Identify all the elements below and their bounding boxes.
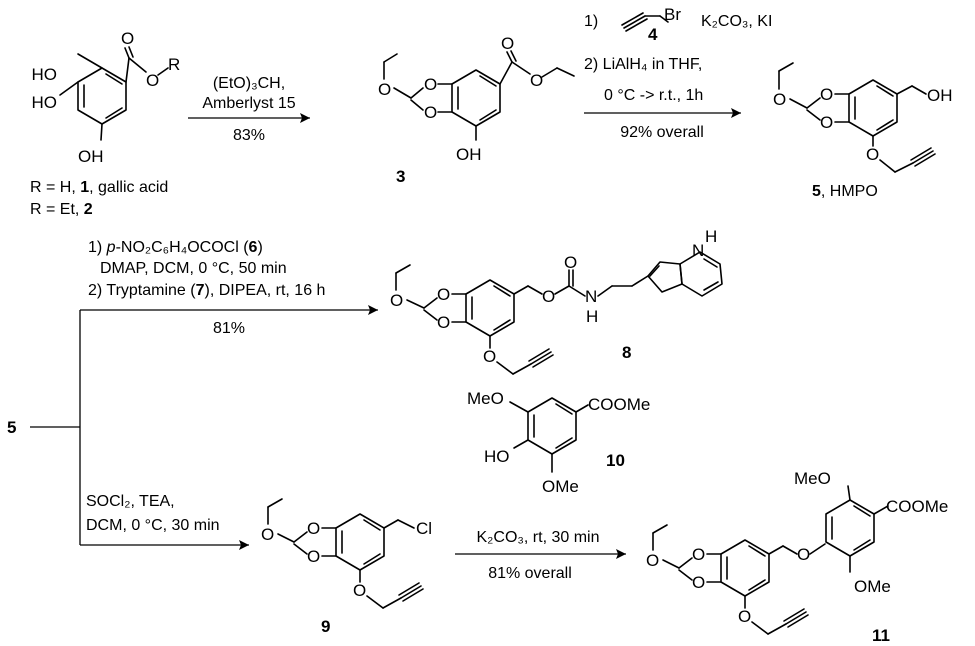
c11-acetal-o-bottom: O <box>692 573 705 592</box>
c3-acetal-o-top: O <box>424 75 437 94</box>
c8-amide-n: N <box>585 287 597 306</box>
gallic-oh-left: HO <box>32 93 58 112</box>
compound-8: O O O O O N H N H O 8 <box>390 227 723 375</box>
compound-5-branch-label: 5 <box>7 418 16 437</box>
compound-5-hmpo: O O O OH O 5, HMPO <box>773 62 953 200</box>
arrowhead-4 <box>239 540 249 550</box>
compound-1-definition: R = H, 1, gallic acid <box>30 179 168 196</box>
bonds-3 <box>383 50 575 141</box>
arrowhead-1 <box>300 113 310 123</box>
c3-carbonyl-o: O <box>501 34 514 53</box>
step2-reagent-line2: 2) LiAlH₄ in THF, <box>584 56 702 73</box>
gallic-carbonyl-o: O <box>121 29 134 48</box>
compound-11-label: 11 <box>872 626 890 645</box>
compound-9: O O O Cl O 9 <box>261 498 432 636</box>
step1-reagent-line1: (EtO)₃CH, <box>213 75 285 92</box>
c5-acetal-o-bottom: O <box>820 113 833 132</box>
compound-11: O O O O MeO OMe COOMe O 11 <box>646 469 948 645</box>
c5-hydroxyl: OH <box>927 86 953 105</box>
compound-2-definition: R = Et, 2 <box>30 201 93 218</box>
step3-reagent-line1: 1) p-NO₂C₆H₄OCOCl (6) <box>88 239 263 256</box>
step2-yield: 92% overall <box>620 124 704 141</box>
compound-3: O O O O O OH 3 <box>378 34 575 186</box>
step2-base: K₂CO₃, KI <box>701 13 772 30</box>
reaction-step-3: 1) p-NO₂C₆H₄OCOCl (6) DMAP, DCM, 0 °C, 5… <box>88 239 325 337</box>
reagent4-bromine: Br <box>664 5 681 24</box>
c8-indole-n: N <box>692 241 704 260</box>
arrowhead-3 <box>368 305 378 315</box>
step4-reagent-line1: SOCl₂, TEA, <box>86 493 175 510</box>
reaction-step-5: K₂CO₃, rt, 30 min 81% overall <box>455 529 626 582</box>
c11-methyl-ester: COOMe <box>886 497 948 516</box>
c11-ethoxy-o: O <box>646 551 659 570</box>
c5-acetal-o-top: O <box>820 85 833 104</box>
compound-5-label: 5, HMPO <box>812 183 878 200</box>
c3-ester-o: O <box>530 71 543 90</box>
compound-8-label: 8 <box>622 343 631 362</box>
c9-propargyl-o: O <box>353 581 366 600</box>
c10-methoxy-top: MeO <box>467 389 504 408</box>
compound-9-label: 9 <box>321 617 330 636</box>
c8-amide-h: H <box>586 307 598 326</box>
c10-methoxy-bottom: OMe <box>542 477 579 496</box>
c5-ethoxy-o: O <box>773 90 786 109</box>
bonds-9 <box>267 498 424 609</box>
compound-10-label: 10 <box>606 451 625 470</box>
compound-10: MeO HO OMe COOMe 10 <box>467 389 650 496</box>
c9-acetal-o-top: O <box>307 519 320 538</box>
step5-reagent-line1: K₂CO₃, rt, 30 min <box>477 529 600 546</box>
bonds-10 <box>509 397 589 473</box>
step1-yield: 83% <box>233 127 265 144</box>
c9-acetal-o-bottom: O <box>307 547 320 566</box>
step4-reagent-line2: DCM, 0 °C, 30 min <box>86 517 220 534</box>
c11-propargyl-o: O <box>738 607 751 626</box>
step5-yield: 81% overall <box>488 565 572 582</box>
bonds-propargyl-bromide <box>621 12 669 32</box>
c11-methoxy-top: MeO <box>794 469 831 488</box>
reaction-step-4: SOCl₂, TEA, DCM, 0 °C, 30 min <box>86 493 220 534</box>
c11-methoxy-bottom: OMe <box>854 577 891 596</box>
c3-ethoxy-o: O <box>378 80 391 99</box>
branch-from-5: 5 <box>7 305 378 550</box>
c8-indole-h: H <box>705 227 717 246</box>
step3-reagent-line3: 2) Tryptamine (7), DIPEA, rt, 16 h <box>88 282 325 299</box>
bonds-5 <box>778 62 936 173</box>
c8-ethoxy-o: O <box>390 291 403 310</box>
step3-reagent-line2: DMAP, DCM, 0 °C, 50 min <box>100 260 287 277</box>
gallic-oh-top: HO <box>32 65 58 84</box>
bonds-8 <box>395 251 723 375</box>
bonds-11 <box>652 485 889 635</box>
step2-reagent-line3: 0 °C -> r.t., 1h <box>604 87 703 104</box>
c10-methyl-ester: COOMe <box>588 395 650 414</box>
gallic-ester-r: R <box>168 55 180 74</box>
step3-yield: 81% <box>213 320 245 337</box>
c10-hydroxyl: HO <box>484 447 510 466</box>
c8-carbamate-o: O <box>542 287 555 306</box>
reagent-4-label: 4 <box>648 25 658 44</box>
arrowhead-2 <box>731 108 741 118</box>
bonds-gallic <box>59 46 169 141</box>
c9-chlorine: Cl <box>416 519 432 538</box>
c8-carbonyl-o: O <box>564 253 577 272</box>
c9-ethoxy-o: O <box>261 525 274 544</box>
c8-acetal-o-bottom: O <box>437 313 450 332</box>
reaction-step-1: (EtO)₃CH, Amberlyst 15 83% <box>188 75 310 144</box>
gallic-ester-o: O <box>146 71 159 90</box>
compound-3-label: 3 <box>396 167 405 186</box>
c11-acetal-o-top: O <box>692 545 705 564</box>
reaction-step-2: 1) Br 4 K₂CO₃, KI 2) LiAlH₄ in THF, 0 °C… <box>584 5 772 141</box>
compound-gallic-acid: HO HO OH O O R R = H, 1, gallic acid R =… <box>30 29 180 218</box>
c3-hydroxyl: OH <box>456 145 482 164</box>
c8-acetal-o-top: O <box>437 285 450 304</box>
gallic-oh-bottom: OH <box>78 147 104 166</box>
c8-propargyl-o: O <box>483 347 496 366</box>
step2-reagent-line1-number: 1) <box>584 13 598 30</box>
c5-propargyl-o: O <box>866 145 879 164</box>
arrowhead-5 <box>616 549 626 559</box>
step1-reagent-line2: Amberlyst 15 <box>202 95 295 112</box>
c11-ether-link-o: O <box>797 545 810 564</box>
c3-acetal-o-bottom: O <box>424 103 437 122</box>
